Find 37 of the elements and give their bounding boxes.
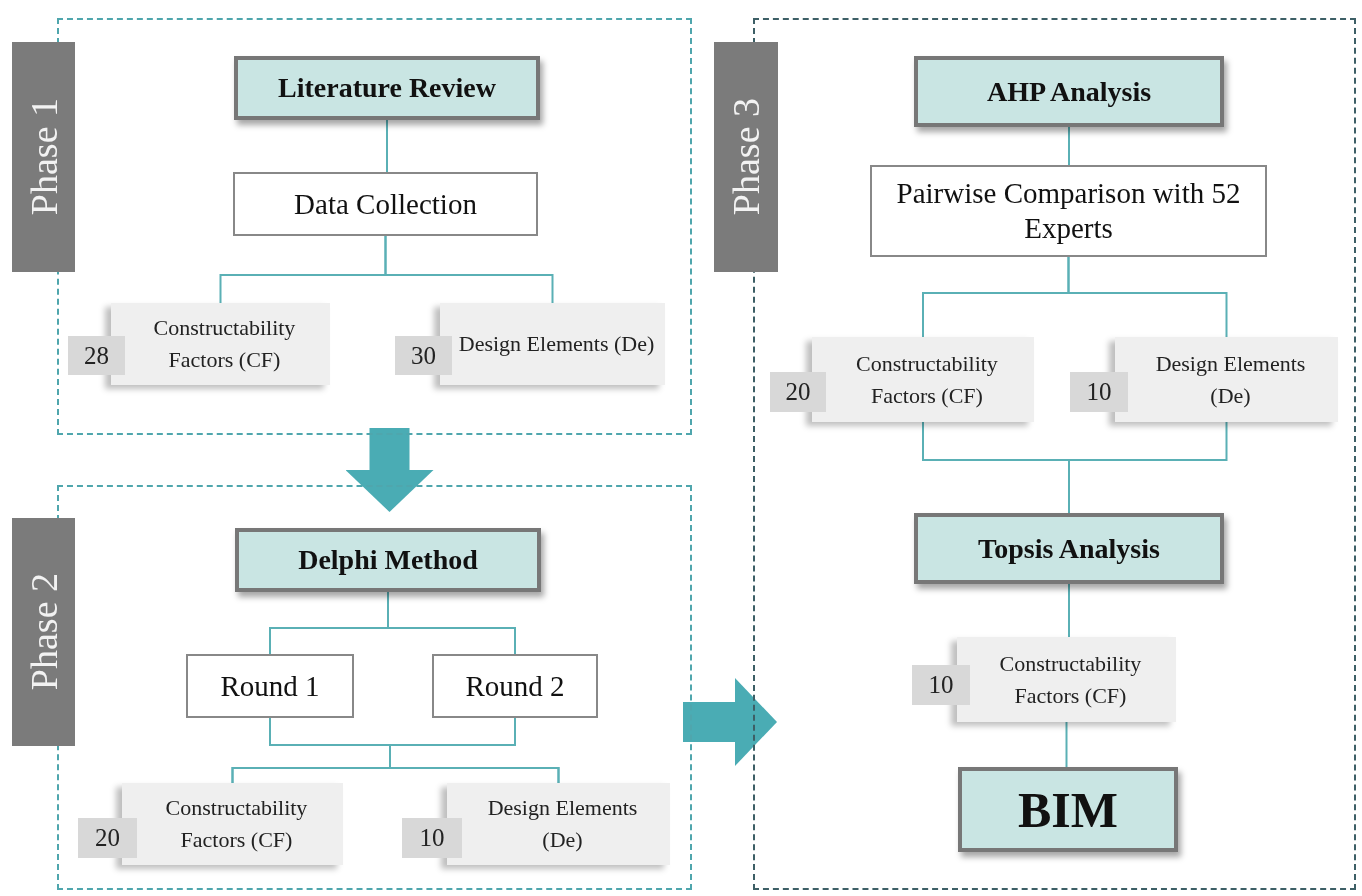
connector-line: [384, 235, 554, 304]
factor-card: Design Elements (De): [447, 783, 670, 865]
factor-card: Constructability Factors (CF): [957, 637, 1176, 722]
method-box: BIM: [958, 767, 1178, 852]
method-box: Delphi Method: [235, 528, 541, 592]
method-box: Topsis Analysis: [914, 513, 1224, 584]
count-badge: 10: [402, 818, 462, 858]
factor-card: Constructability Factors (CF): [812, 337, 1034, 422]
factor-card: Constructability Factors (CF): [111, 303, 330, 385]
phase-tab: Phase 1: [12, 42, 75, 272]
count-badge: 20: [78, 818, 137, 858]
factor-card: Constructability Factors (CF): [122, 783, 343, 865]
connector-line: [1068, 421, 1228, 514]
phase-tab: Phase 2: [12, 518, 75, 746]
connector-line: [1067, 256, 1228, 338]
factor-card: Design Elements (De): [1115, 337, 1338, 422]
connector-line: [1065, 721, 1068, 768]
connector-line: [1068, 126, 1070, 166]
method-box: Literature Review: [234, 56, 540, 120]
block-arrow: [345, 428, 434, 512]
method-box: AHP Analysis: [914, 56, 1224, 127]
connector-line: [386, 119, 388, 173]
count-badge: 20: [770, 372, 826, 412]
factor-card: Design Elements (De): [440, 303, 665, 385]
connector-line: [387, 591, 516, 655]
connector-line: [1068, 583, 1070, 638]
connector-line: [389, 717, 560, 784]
process-box: Round 1: [186, 654, 354, 718]
count-badge: 10: [912, 665, 970, 705]
block-arrow: [683, 678, 777, 766]
count-badge: 10: [1070, 372, 1128, 412]
process-box: Pairwise Comparison with 52 Experts: [870, 165, 1267, 257]
count-badge: 30: [395, 336, 452, 375]
process-box: Data Collection: [233, 172, 538, 236]
process-box: Round 2: [432, 654, 598, 718]
phase-tab: Phase 3: [714, 42, 778, 272]
count-badge: 28: [68, 336, 125, 375]
